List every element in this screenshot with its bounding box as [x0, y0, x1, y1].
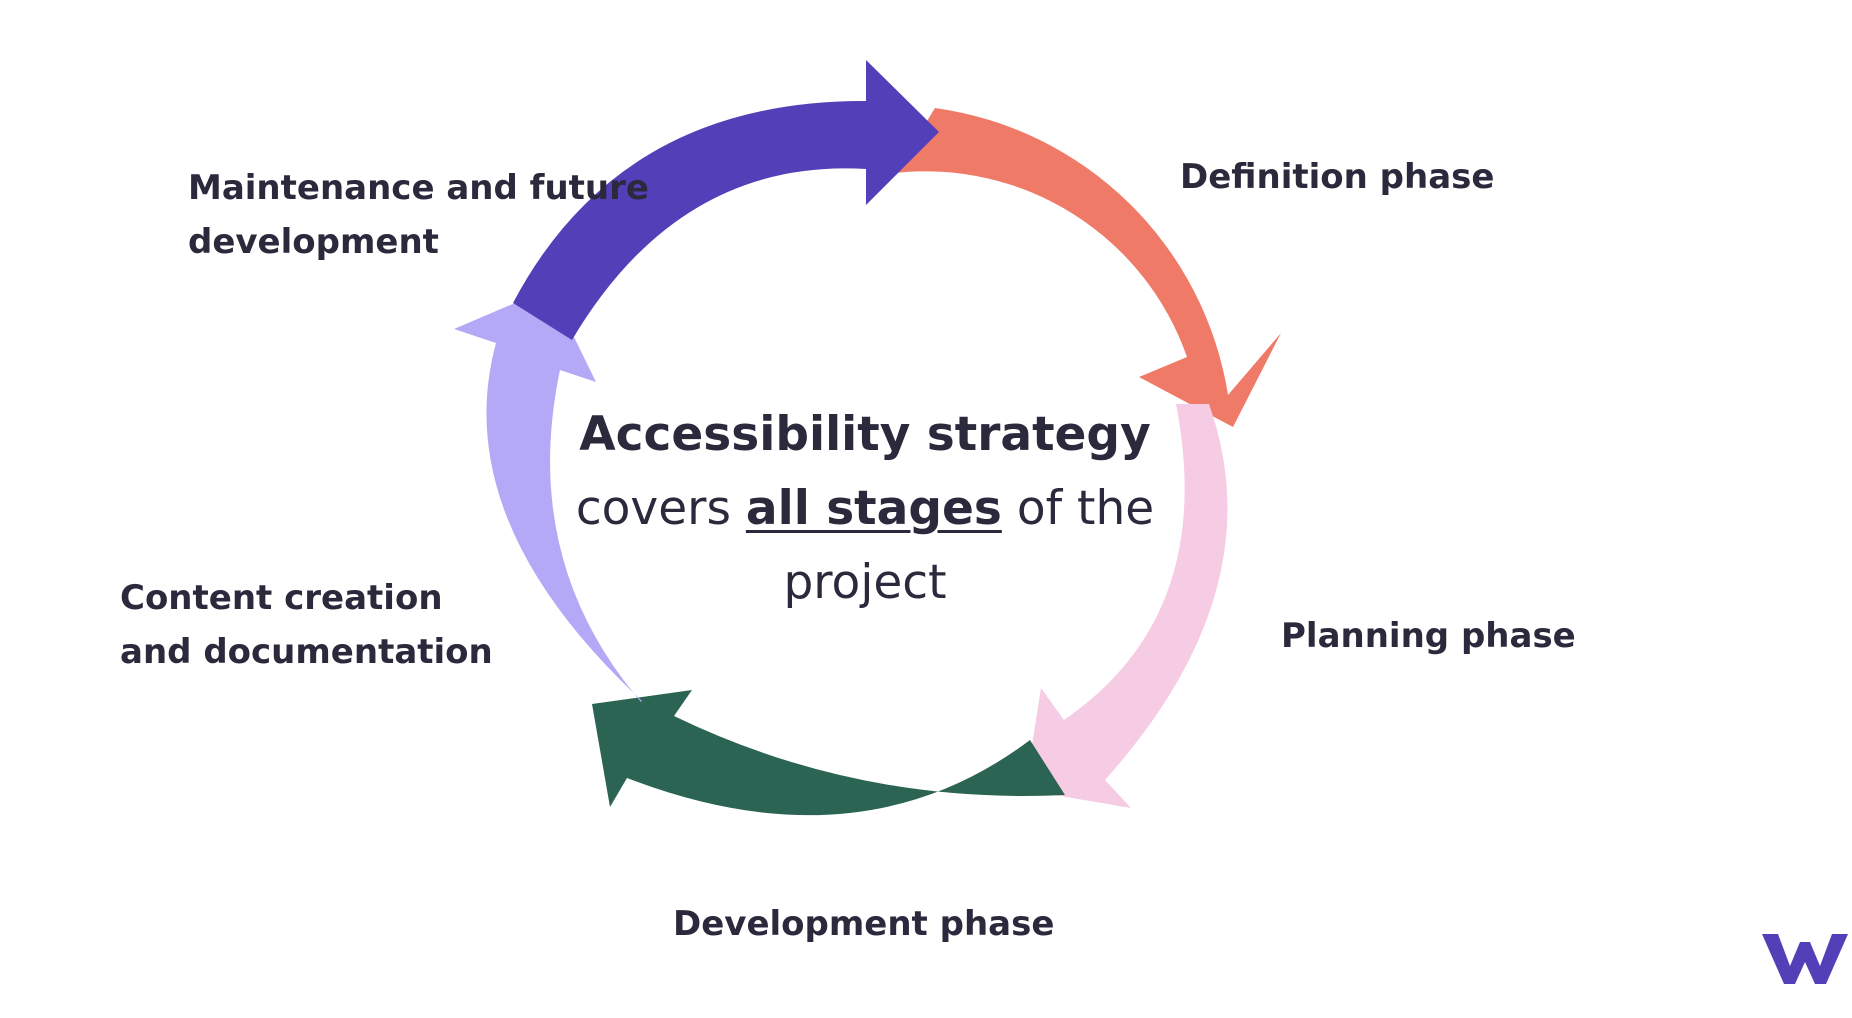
- content-creation-label: Content creation and documentation: [120, 578, 493, 672]
- content-creation-arrow: [454, 288, 642, 702]
- planning-phase-label: Planning phase: [1281, 616, 1576, 656]
- maintenance-label: Maintenance and future development: [188, 168, 649, 262]
- maintenance-arrow: [513, 60, 939, 340]
- definition-phase-arrow: [895, 108, 1281, 427]
- w-logo-icon: [1762, 930, 1852, 986]
- center-title: Accessibility strategy: [579, 407, 1151, 462]
- center-emphasis: all stages: [745, 481, 1002, 536]
- center-line-prefix: covers: [575, 481, 731, 536]
- development-phase-label: Development phase: [673, 904, 1055, 944]
- definition-phase-label: Definition phase: [1180, 157, 1495, 197]
- development-phase-arrow: [592, 690, 1065, 816]
- center-line-suffix: of the project: [783, 481, 1155, 610]
- center-caption: Accessibility strategy covers all stages…: [570, 398, 1160, 620]
